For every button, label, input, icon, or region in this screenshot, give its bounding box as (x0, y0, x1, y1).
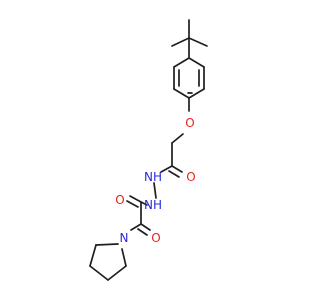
bond (153, 182, 157, 199)
bond (188, 88, 205, 99)
pyrrolidine-nitrogen-label: N (120, 231, 129, 245)
bond (160, 165, 173, 173)
bond (137, 228, 148, 236)
bond (171, 133, 184, 144)
molecule-diagram: O O NH NH O O N (89, 19, 208, 281)
bond (140, 201, 148, 206)
ether-oxygen-label: O (185, 116, 194, 130)
bond (95, 243, 119, 246)
oxalyl-oxygen-label: O (115, 193, 124, 207)
bonds (89, 19, 208, 281)
bond (188, 37, 208, 47)
bond (173, 88, 190, 99)
bond (140, 223, 151, 231)
bond (173, 57, 190, 68)
bond (168, 170, 180, 178)
bond (188, 57, 205, 68)
bond (107, 265, 127, 281)
atom-labels: O O NH NH O O N (115, 116, 195, 245)
bond (121, 248, 127, 267)
bond (171, 165, 183, 173)
amide-oxygen-label: O (186, 170, 195, 184)
lower-nh-label: NH (144, 198, 162, 212)
bond (130, 223, 142, 231)
bond (126, 200, 139, 208)
bond (171, 37, 190, 47)
bond (89, 244, 97, 267)
bond (129, 195, 142, 203)
bond (89, 265, 109, 281)
ketone-oxygen-label: O (151, 231, 160, 245)
upper-nh-label: NH (144, 170, 162, 184)
